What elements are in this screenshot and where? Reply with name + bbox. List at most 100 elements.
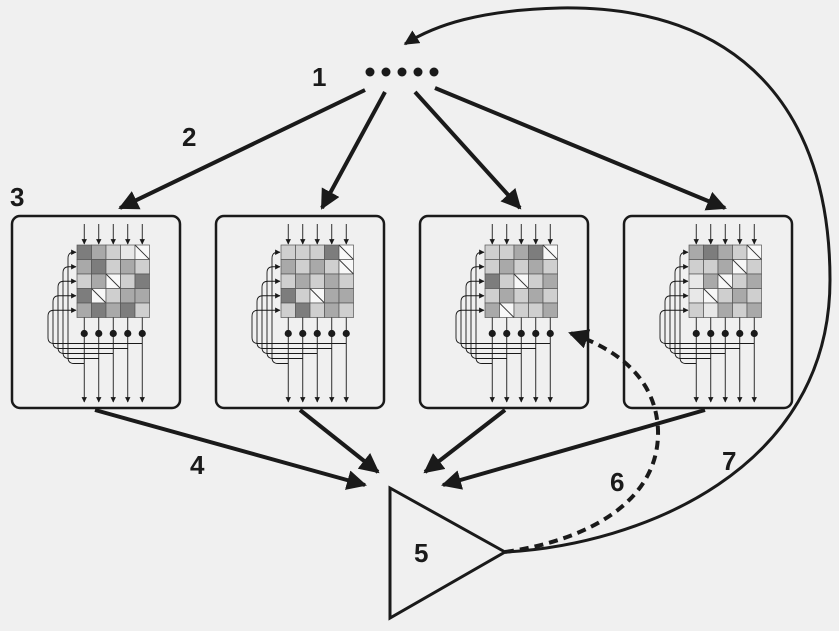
crossbar-cell xyxy=(499,259,515,275)
crossbar-cell xyxy=(717,244,733,260)
arrow-module-1-to-output xyxy=(94,408,367,490)
recurrent-loop xyxy=(251,307,347,344)
cell-diagonal xyxy=(732,259,748,275)
crossbar-cell xyxy=(542,288,558,304)
crossbar-cell xyxy=(688,244,704,260)
crossbar-cell xyxy=(703,302,719,318)
crossbar-cell xyxy=(688,302,704,318)
crossbar-cell xyxy=(120,302,136,318)
cell-diagonal xyxy=(717,273,733,289)
input-dots xyxy=(365,67,439,77)
crossbar-cell xyxy=(746,259,762,275)
crossbar-cell xyxy=(338,302,354,318)
crossbar-cell xyxy=(120,259,136,275)
crossbar-cell xyxy=(134,273,150,289)
crossbar-cell xyxy=(484,288,500,304)
crossbar-cell xyxy=(499,288,515,304)
recurrent-loop xyxy=(256,293,332,349)
crossbar-cell xyxy=(280,273,296,289)
output-triangle xyxy=(388,485,509,621)
arrow-input-to-module-2 xyxy=(320,91,387,210)
crossbar-cell xyxy=(91,244,107,260)
cell-diagonal xyxy=(499,302,515,318)
crossbar-cell xyxy=(134,288,150,304)
crossbar-cell xyxy=(309,302,325,318)
crossbar-cell xyxy=(324,273,340,289)
crossbar-cell xyxy=(309,259,325,275)
crossbar-cell xyxy=(542,273,558,289)
crossbar-cell xyxy=(105,288,121,304)
crossbar-cell xyxy=(484,259,500,275)
crossbar-cell xyxy=(76,302,92,318)
label-1: 1 xyxy=(312,62,326,92)
crossbar-cell xyxy=(717,259,733,275)
arrow-input-to-module-1 xyxy=(118,88,366,210)
cell-diagonal xyxy=(338,259,354,275)
crossbar-cell xyxy=(499,244,515,260)
crossbar-cell xyxy=(542,259,558,275)
crossbar-cell xyxy=(528,244,544,260)
crossbar-cell xyxy=(280,259,296,275)
recurrent-loop xyxy=(271,249,289,364)
recurrent-loop xyxy=(664,293,740,349)
input-arrows xyxy=(118,86,727,211)
crossbar-cell xyxy=(295,259,311,275)
crossbar-cell xyxy=(732,244,748,260)
crossbar-cell xyxy=(484,244,500,260)
cell-diagonal xyxy=(542,244,558,260)
crossbar-cell xyxy=(513,288,529,304)
recurrent-loop xyxy=(475,249,493,364)
crossbar-cell xyxy=(528,302,544,318)
recurrent-loop xyxy=(47,307,143,344)
crossbar-cell xyxy=(76,288,92,304)
crossbar-cell xyxy=(688,259,704,275)
feedback-solid-arrow xyxy=(403,6,832,554)
cell-diagonal xyxy=(338,244,354,260)
crossbar-cell xyxy=(280,244,296,260)
crossbar-cell xyxy=(703,244,719,260)
crossbar-cell xyxy=(295,302,311,318)
label-6: 6 xyxy=(610,467,624,497)
output-arrows xyxy=(94,408,706,490)
crossbar-cell xyxy=(732,302,748,318)
label-5: 5 xyxy=(414,538,428,568)
crossbar-cell xyxy=(746,273,762,289)
crossbar-cell xyxy=(732,288,748,304)
crossbar-cell xyxy=(513,302,529,318)
crossbar-cell xyxy=(134,302,150,318)
cell-diagonal xyxy=(513,273,529,289)
recurrent-loop xyxy=(455,307,551,344)
crossbar-cell xyxy=(324,302,340,318)
recurrent-loop xyxy=(261,278,318,354)
crossbar-cell xyxy=(513,244,529,260)
label-7: 7 xyxy=(722,446,736,476)
recurrent-loop xyxy=(52,293,128,349)
modules xyxy=(10,214,794,410)
recurrent-loop xyxy=(460,293,536,349)
module-1 xyxy=(10,214,182,410)
cell-diagonal xyxy=(746,244,762,260)
crossbar-cell xyxy=(280,302,296,318)
crossbar-cell xyxy=(717,302,733,318)
recurrent-loop xyxy=(674,264,711,359)
crossbar-cell xyxy=(91,259,107,275)
crossbar-cell xyxy=(134,259,150,275)
crossbar-cell xyxy=(338,273,354,289)
label-3: 3 xyxy=(10,182,24,212)
crossbar-cell xyxy=(105,244,121,260)
crossbar-cell xyxy=(732,273,748,289)
feedback-dashed-arrow xyxy=(504,329,661,554)
crossbar-cell xyxy=(309,273,325,289)
cell-diagonal xyxy=(91,288,107,304)
crossbar-cell xyxy=(105,259,121,275)
crossbar-cell xyxy=(120,273,136,289)
cell-diagonal xyxy=(309,288,325,304)
arrow-module-4-to-output xyxy=(441,408,706,490)
module-3 xyxy=(418,214,590,410)
recurrent-loop xyxy=(470,264,507,359)
crossbar-cell xyxy=(542,302,558,318)
crossbar-cell xyxy=(499,273,515,289)
recurrent-loop xyxy=(266,264,303,359)
crossbar-cell xyxy=(746,288,762,304)
